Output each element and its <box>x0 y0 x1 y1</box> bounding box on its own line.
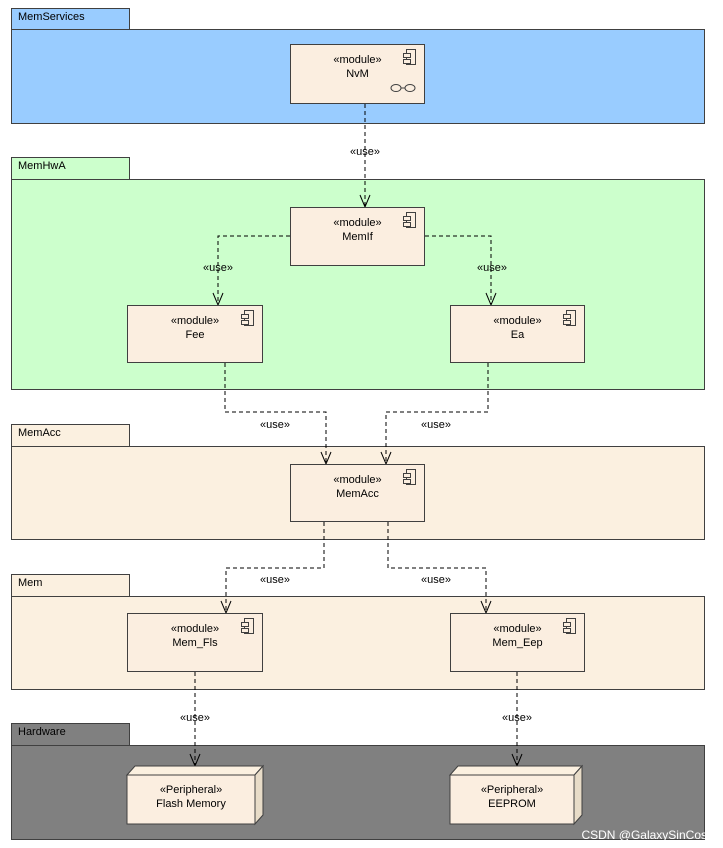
module-ea[interactable]: «module» Ea <box>450 305 585 363</box>
module-mem-fls[interactable]: «module» Mem_Fls <box>127 613 263 672</box>
use-label-fee-memacc: «use» <box>260 419 290 431</box>
node-eeprom-front <box>449 774 575 825</box>
module-stereotype: «module» <box>170 623 220 635</box>
module-name: Fee <box>185 329 205 341</box>
package-tab-memhwa: MemHwA <box>11 157 130 180</box>
use-label-memif-fee: «use» <box>203 262 233 274</box>
module-stereotype: «module» <box>170 315 220 327</box>
module-name: Mem_Fls <box>172 637 218 649</box>
package-mem <box>11 596 705 690</box>
module-stereotype: «module» <box>493 623 542 635</box>
module-memif[interactable]: «module» MemIf <box>290 207 425 266</box>
module-stereotype: «module» <box>333 217 382 229</box>
module-fee[interactable]: «module» Fee <box>127 305 263 363</box>
use-label-memacc-memfls: «use» <box>260 574 290 586</box>
component-icon <box>241 618 254 634</box>
connector-memif-fee <box>217 235 290 305</box>
component-icon <box>403 49 416 65</box>
use-label-memfls-flash: «use» <box>180 712 210 724</box>
connector-memacc-memeep <box>387 522 487 613</box>
use-label-memeep-eeprom: «use» <box>502 712 532 724</box>
module-name: Mem_Eep <box>492 637 543 649</box>
module-name: NvM <box>346 68 369 80</box>
peripheral-name: EEPROM <box>488 798 536 810</box>
component-icon <box>241 310 254 326</box>
component-icon <box>403 212 416 228</box>
peripheral-stereotype: «Peripheral» <box>480 784 544 796</box>
connector-memacc-memfls <box>225 522 325 613</box>
module-nvm[interactable]: «module» NvM <box>290 44 425 104</box>
peripheral-stereotype: «Peripheral» <box>159 784 223 796</box>
node-eeprom-top <box>448 765 584 776</box>
watermark: CSDN @GalaxySinCos <box>581 828 707 842</box>
connector-memif-ea <box>425 235 492 305</box>
subsystem-link-icon <box>390 84 416 92</box>
peripheral-name: Flash Memory <box>156 798 226 810</box>
use-label-memif-ea: «use» <box>477 262 507 274</box>
use-label-nvm-memif: «use» <box>350 146 380 158</box>
node-eeprom-side <box>573 764 583 826</box>
package-tab-hardware: Hardware <box>11 723 130 746</box>
peripheral-flash-memory[interactable]: «Peripheral» Flash Memory <box>127 775 255 824</box>
use-label-memacc-memeep: «use» <box>421 574 451 586</box>
component-icon <box>403 469 416 485</box>
module-name: Ea <box>510 329 525 341</box>
use-label-ea-memacc: «use» <box>421 419 451 431</box>
module-mem-eep[interactable]: «module» Mem_Eep <box>450 613 585 672</box>
node-flash-side <box>254 764 264 826</box>
module-name: MemIf <box>342 231 373 243</box>
node-flash-top <box>125 765 265 776</box>
peripheral-eeprom[interactable]: «Peripheral» EEPROM <box>450 775 574 824</box>
module-stereotype: «module» <box>333 474 382 486</box>
module-stereotype: «module» <box>333 54 382 66</box>
connector-ea-memacc <box>385 363 489 464</box>
connector-fee-memacc <box>224 363 327 464</box>
component-icon <box>563 310 576 326</box>
module-stereotype: «module» <box>493 315 542 327</box>
component-icon <box>563 618 576 634</box>
module-name: MemAcc <box>336 488 379 500</box>
node-flash-front <box>126 774 256 825</box>
module-memacc[interactable]: «module» MemAcc <box>290 464 425 522</box>
